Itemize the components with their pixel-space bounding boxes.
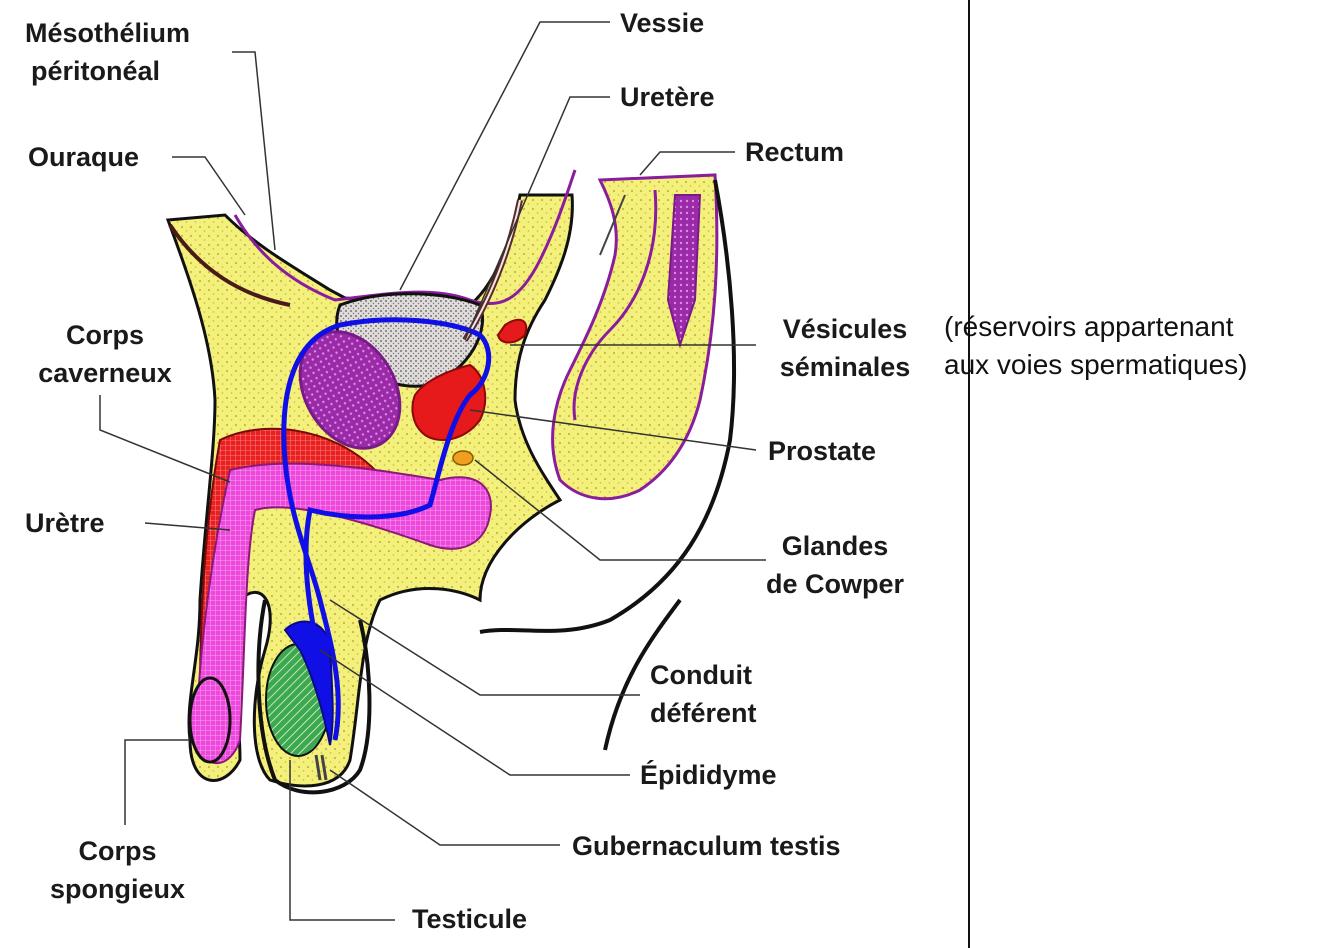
label-corps-caverneux-line1: Corps <box>20 316 190 354</box>
label-corps-spongieux-line1: Corps <box>30 832 205 870</box>
page-divider <box>968 0 970 948</box>
label-corps-caverneux-line2: caverneux <box>20 354 190 392</box>
label-conduit-line2: déférent <box>650 694 757 732</box>
label-glandes-line2: de Cowper <box>750 565 920 603</box>
label-vesicules-line2: séminales <box>760 348 930 386</box>
label-corps-caverneux: Corps caverneux <box>20 316 190 392</box>
annotation-note-line2: aux voies spermatiques) <box>944 346 1247 384</box>
label-vesicules-line1: Vésicules <box>760 310 930 348</box>
label-ouraque: Ouraque <box>28 138 139 176</box>
label-gubernaculum: Gubernaculum testis <box>572 827 841 865</box>
annotation-note-line1: (réservoirs appartenant <box>944 308 1247 346</box>
label-testicule: Testicule <box>412 900 527 938</box>
annotation-note: (réservoirs appartenant aux voies sperma… <box>944 308 1247 384</box>
label-corps-spongieux-line2: spongieux <box>30 870 205 908</box>
label-glandes-cowper: Glandes de Cowper <box>750 527 920 603</box>
label-vesicules: Vésicules séminales <box>760 310 930 386</box>
label-uretere: Uretère <box>620 78 715 116</box>
label-vessie: Vessie <box>620 4 704 42</box>
label-mesothelium: Mésothélium péritonéal <box>25 14 190 90</box>
label-glandes-line1: Glandes <box>750 527 920 565</box>
label-prostate: Prostate <box>768 432 876 470</box>
label-corps-spongieux: Corps spongieux <box>30 832 205 908</box>
label-mesothelium-line2: péritonéal <box>25 52 190 90</box>
glans-shape <box>190 678 230 762</box>
label-conduit-line1: Conduit <box>650 656 757 694</box>
label-conduit-deferent: Conduit déférent <box>650 656 757 732</box>
label-rectum: Rectum <box>745 133 844 171</box>
label-mesothelium-line1: Mésothélium <box>25 14 190 52</box>
label-uretre: Urètre <box>25 504 105 542</box>
cowper-gland-shape <box>453 451 473 465</box>
label-epididyme: Épididyme <box>640 756 777 794</box>
